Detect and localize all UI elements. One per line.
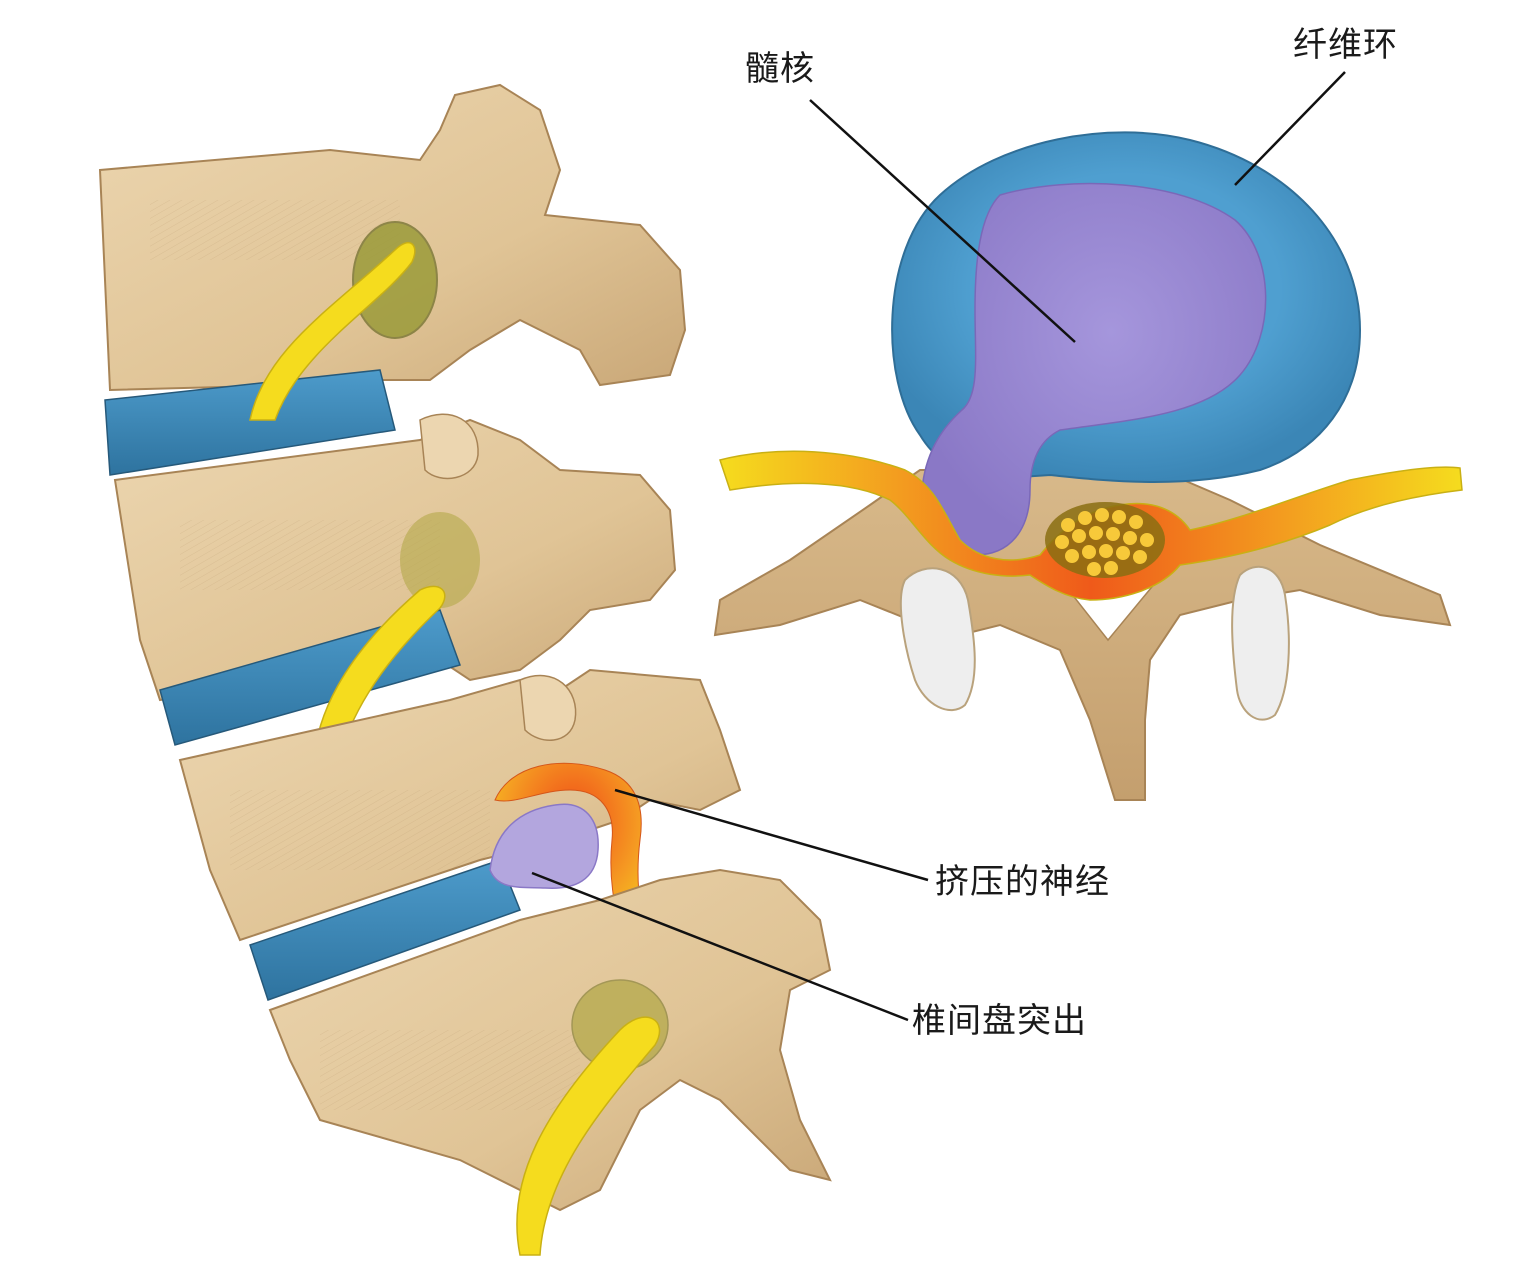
nucleus-pulposus [921,182,1267,556]
vertebra-middle [113,413,677,702]
leader-line-compressed-nerve [614,788,929,882]
leader-line-nucleus [809,99,1076,343]
vertebra-upper [98,83,687,392]
intervertebral-disc-3 [249,859,521,1001]
nerve-fiber-bundle [1045,502,1165,578]
label-compressed-nerve: 挤压的神经 [935,862,1110,902]
label-nucleus-pulposus: 髓核 [745,49,815,89]
facet-cartilage-right [1231,565,1290,721]
label-annulus-fibrosus: 纤维环 [1293,25,1398,65]
label-disc-herniation: 椎间盘突出 [912,1001,1087,1041]
leader-line-annulus [1234,71,1346,186]
vertebra-lower [178,668,742,942]
lateral-spine-view [98,83,929,1256]
herniated-disc-bulge [489,803,599,889]
nerve-root-1 [249,241,416,421]
nerve-root-4 [516,1016,661,1256]
leader-line-disc-herniation [531,871,909,1022]
facet-cartilage-left [899,567,976,711]
axial-cross-section-view [713,71,1463,801]
